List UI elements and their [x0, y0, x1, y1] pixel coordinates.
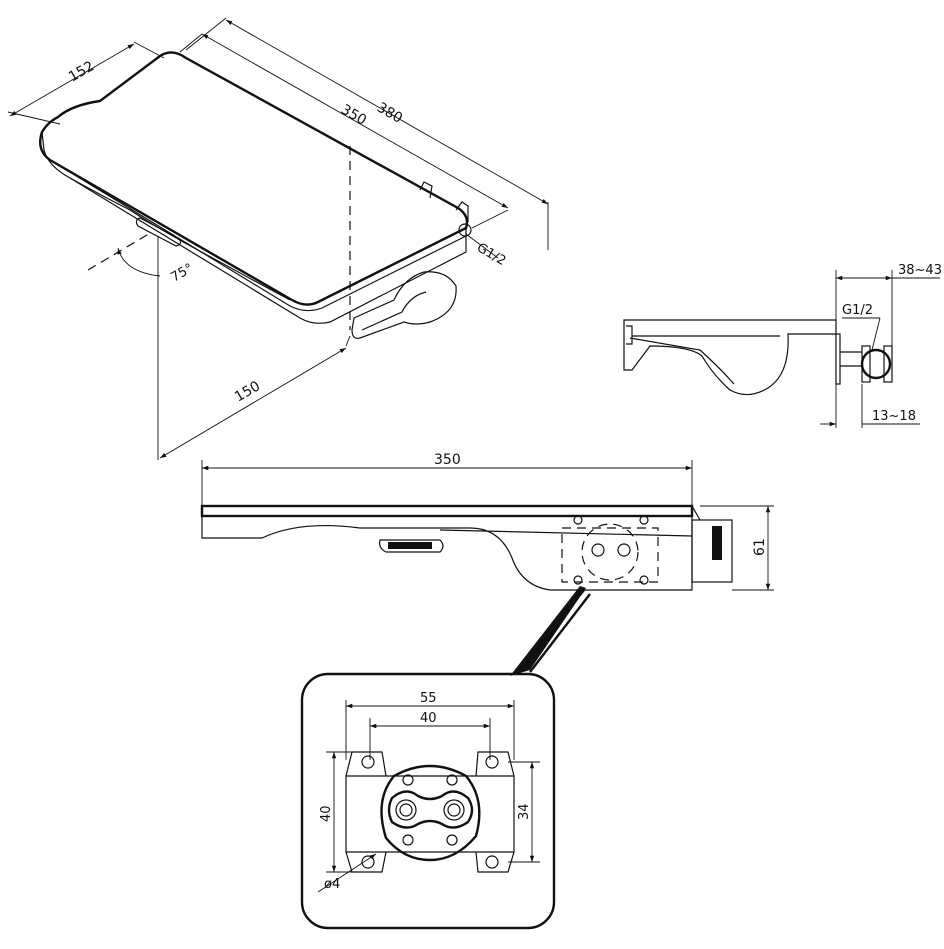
dim-outer-height-label: 40 [319, 805, 334, 822]
front-hole [639, 575, 649, 585]
angle-label: 75° [169, 261, 196, 286]
dim-projection-label: 150 [232, 378, 263, 405]
side-spout-line [629, 337, 735, 385]
front-wall-block [691, 519, 733, 583]
detail-port-left-inner [399, 803, 413, 817]
leader-line [317, 853, 377, 893]
detail-valve-bolt [402, 834, 414, 846]
detail-mount-hole [361, 855, 375, 869]
dim-outer-length-label: 380 [374, 100, 405, 127]
detail-mount-hole [485, 755, 499, 769]
front-slot-fill [388, 542, 432, 549]
side-body-inner [626, 325, 780, 345]
detail-valve-bolt [446, 834, 458, 846]
detail-view: 55 40 40 34 [300, 672, 556, 930]
dim-line-inner-length [201, 33, 509, 209]
dim-inner-width-label: 40 [420, 711, 437, 726]
dim-depth-label: 38~43 [898, 263, 942, 278]
shelf-underside [41, 131, 467, 324]
dim-outer-width-label: 55 [420, 691, 437, 706]
detail-port-right [443, 799, 465, 821]
front-valve-circle [581, 523, 639, 581]
front-view: 350 61 [200, 452, 774, 591]
lever-handle-inner [361, 291, 427, 331]
wall-bracket [419, 181, 469, 222]
ext-line [471, 209, 509, 229]
ext-line [133, 41, 165, 59]
side-view: 38~43 G1/2 13~18 [623, 263, 942, 428]
front-wall-block-inner [712, 526, 722, 560]
side-wall-plate [835, 333, 841, 385]
front-hole [573, 515, 583, 525]
dim-line-width [9, 43, 135, 117]
leader-line [871, 317, 881, 351]
side-pipe [840, 351, 862, 367]
detail-leader-fill [510, 586, 586, 676]
connection-ring [458, 223, 472, 237]
spout-slot [135, 217, 182, 247]
dim-wall-label: 13~18 [872, 409, 916, 424]
front-hole [639, 515, 649, 525]
detail-port-right-inner [447, 803, 461, 817]
detail-mount-hole [361, 755, 375, 769]
detail-port-left [395, 799, 417, 821]
dim-front-length-label: 350 [434, 452, 461, 468]
detail-valve-body [380, 764, 481, 862]
detail-ear-bl [345, 851, 387, 873]
dim-line-projection [159, 347, 347, 459]
hole-diameter-label: ø4 [324, 877, 340, 892]
front-top-slab [200, 504, 694, 518]
front-hole [573, 575, 583, 585]
dim-width-label: 152 [66, 58, 97, 85]
leader-line [465, 233, 499, 259]
side-pipe-ring [860, 348, 892, 380]
spout-axis-dashed [87, 231, 153, 271]
side-pipe-end [883, 345, 893, 383]
angle-arc [117, 247, 161, 277]
shelf-top-outline [39, 51, 469, 306]
detail-valve-bolt [402, 774, 414, 786]
detail-frame [300, 672, 556, 930]
detail-ear-tr [475, 751, 515, 777]
detail-plate [345, 775, 515, 853]
ext-line [7, 111, 61, 125]
front-wall-edge [691, 505, 701, 521]
ext-line [185, 17, 227, 51]
dim-inner-height-label: 34 [517, 803, 532, 820]
front-valve-port [617, 543, 631, 557]
ext-line [345, 335, 351, 347]
shelf-thickness-line [49, 159, 467, 312]
front-slot [379, 539, 444, 553]
detail-valve-bolt [446, 774, 458, 786]
front-valve-port [591, 543, 605, 557]
detail-port-bridge [387, 790, 474, 829]
dim-inner-length-label: 350 [338, 102, 369, 129]
side-connection-label: G1/2 [842, 303, 873, 318]
ext-line [179, 33, 203, 53]
iso-connection-label: G1/2 [474, 240, 508, 268]
front-mounting-plate [561, 527, 659, 583]
side-pipe-flange [861, 345, 871, 383]
detail-mount-hole [485, 855, 499, 869]
front-inner-line [439, 529, 693, 537]
isometric-view: 152 380 350 G1/2 75° 150 [7, 17, 549, 460]
lever-handle [351, 271, 457, 339]
side-body-outline [623, 319, 837, 396]
dim-height-label: 61 [752, 538, 768, 556]
detail-ear-tl [345, 751, 387, 777]
front-body-outline [201, 516, 693, 591]
